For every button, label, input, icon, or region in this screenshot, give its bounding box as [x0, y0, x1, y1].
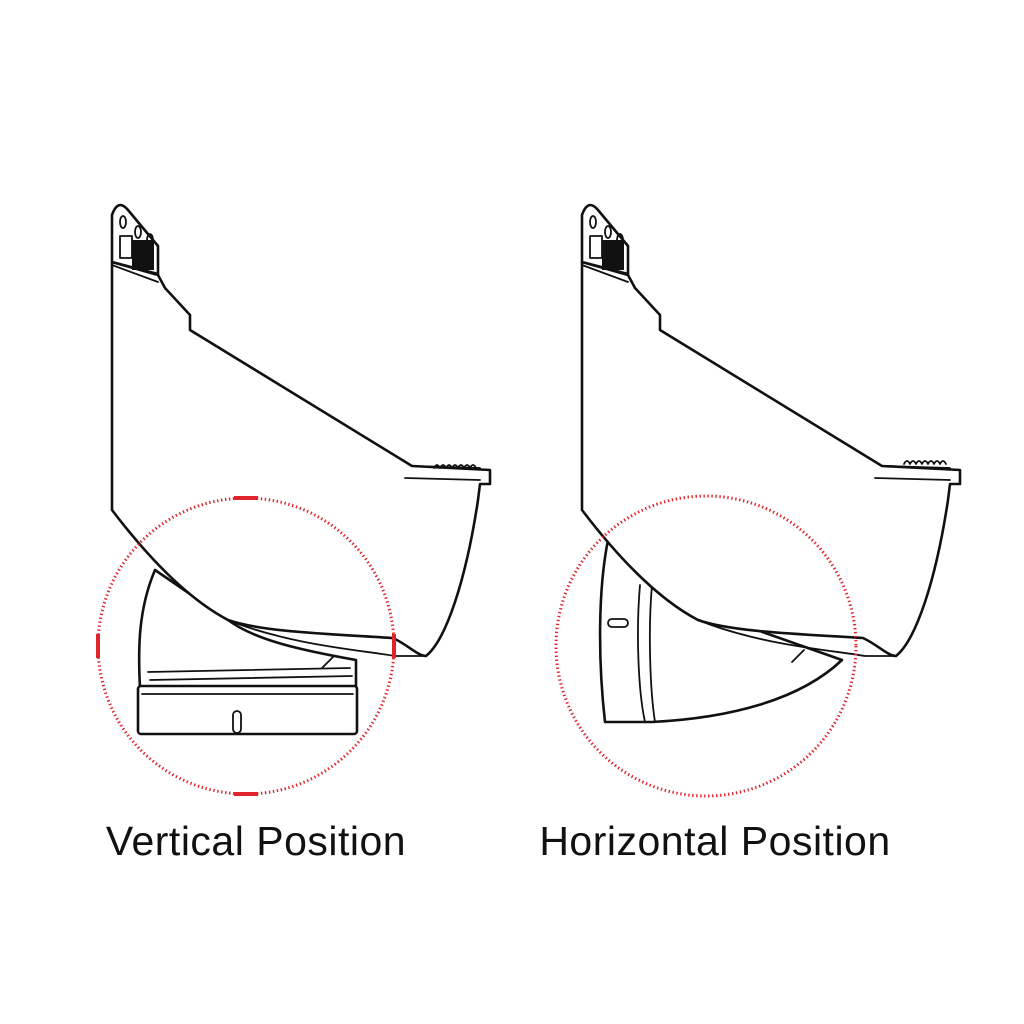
vertical-position-label: Vertical Position	[105, 818, 407, 864]
rotation-circle-icon	[96, 496, 396, 796]
hopper-horizontal-outlet-illustration	[580, 203, 962, 724]
horizontal-position-label: Horizontal Position	[539, 818, 891, 864]
rotation-circle-icon	[554, 494, 858, 798]
hopper-vertical-outlet-illustration	[110, 203, 492, 736]
